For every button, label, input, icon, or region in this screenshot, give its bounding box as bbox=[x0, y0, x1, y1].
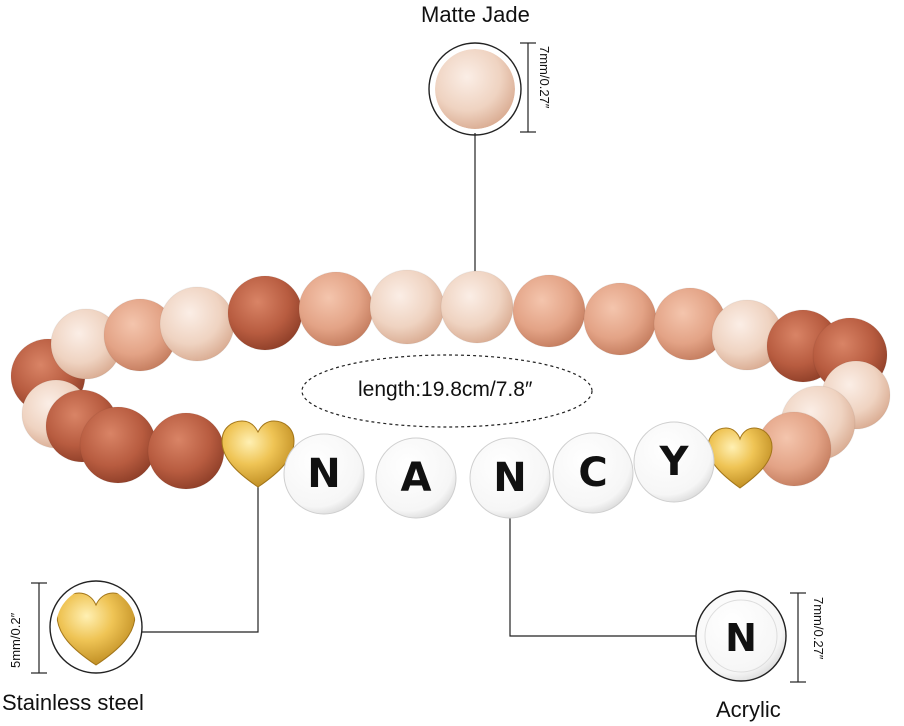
acrylic-size-label: 7mm/0.27″ bbox=[811, 597, 826, 660]
stainless-steel-size-label: 5mm/0.2″ bbox=[8, 612, 23, 668]
length-ellipse bbox=[301, 354, 593, 428]
letter-bead-text: N bbox=[307, 451, 340, 497]
matte-jade-label: Matte Jade bbox=[421, 2, 530, 27]
acrylic-label: Acrylic bbox=[716, 697, 781, 722]
letter-bead-text: A bbox=[401, 455, 432, 501]
letter-beads: N A N C Y bbox=[283, 421, 715, 519]
letter-bead: C bbox=[552, 432, 634, 514]
acrylic-detail: N bbox=[695, 590, 787, 682]
acrylic-leader bbox=[509, 512, 697, 637]
length-label: length:19.8cm/7.8″ bbox=[358, 378, 533, 401]
letter-bead: Y bbox=[633, 421, 715, 503]
stainless-steel-label: Stainless steel bbox=[2, 690, 144, 715]
jade-beads bbox=[10, 269, 891, 490]
matte-jade-size-label: 7mm/0.27″ bbox=[537, 46, 552, 109]
letter-bead-text: Y bbox=[659, 439, 690, 485]
letter-bead: N bbox=[283, 433, 365, 515]
detail-letter-text: N bbox=[725, 616, 757, 660]
letter-bead: A bbox=[375, 437, 457, 519]
letter-bead: N bbox=[469, 437, 551, 519]
gold-heart-beads bbox=[221, 420, 773, 489]
letter-bead-text: N bbox=[493, 455, 526, 501]
leader-lines bbox=[141, 133, 697, 637]
dimension-brackets bbox=[31, 42, 806, 683]
stainless-steel-leader bbox=[141, 482, 259, 633]
stainless-steel-detail bbox=[49, 580, 143, 674]
letter-bead-text: C bbox=[578, 450, 607, 496]
matte-jade-detail bbox=[428, 42, 522, 136]
